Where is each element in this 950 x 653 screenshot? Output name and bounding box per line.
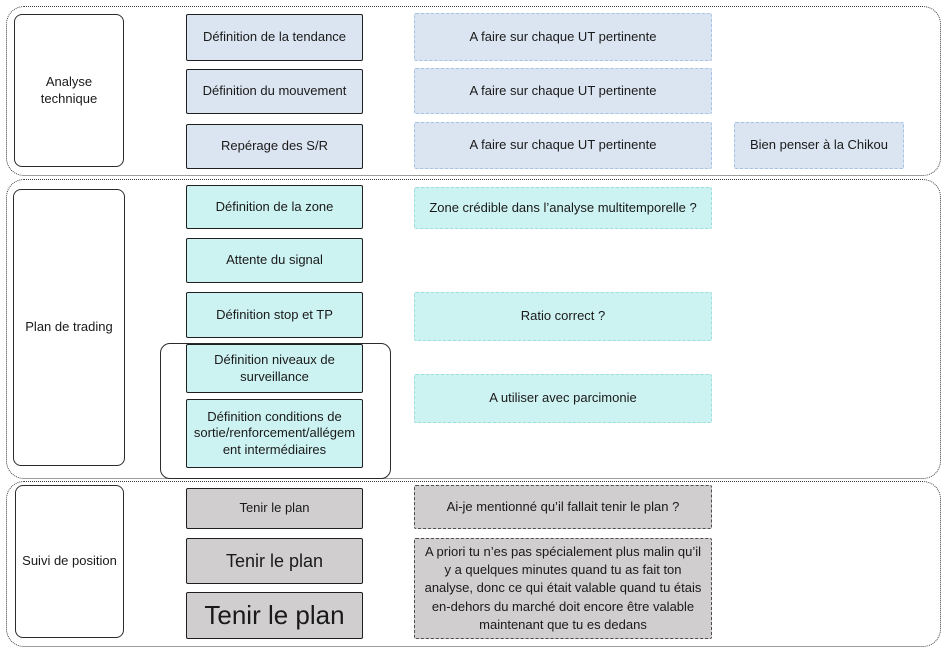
note-ut-pertinente-3: A faire sur chaque UT pertinente <box>414 122 712 169</box>
section-label-analyse-technique: Analyse technique <box>14 14 124 167</box>
step-niveaux-surveillance: Définition niveaux de surveillance <box>186 344 363 393</box>
step-reperage-sr: Repérage des S/R <box>186 124 363 169</box>
note-a-priori: A priori tu n’es pas spécialement plus m… <box>414 538 712 639</box>
note-zone-credible: Zone crédible dans l’analyse multitempor… <box>414 187 712 229</box>
step-tenir-le-plan-3: Tenir le plan <box>186 592 363 639</box>
step-tenir-le-plan-1: Tenir le plan <box>186 488 363 529</box>
section-analyse-technique: Analyse technique Définition de la tenda… <box>6 6 941 176</box>
section-plan-de-trading: Plan de trading Définition de la zone At… <box>6 179 941 479</box>
note-ratio-correct: Ratio correct ? <box>414 292 712 341</box>
step-definition-tendance: Définition de la tendance <box>186 14 363 61</box>
note-tenir-plan: Ai-je mentionné qu’il fallait tenir le p… <box>414 485 712 529</box>
note-ut-pertinente-1: A faire sur chaque UT pertinente <box>414 13 712 61</box>
section-label-plan-de-trading: Plan de trading <box>13 189 125 466</box>
section-label-suivi-de-position: Suivi de position <box>15 485 124 638</box>
step-tenir-le-plan-2: Tenir le plan <box>186 538 363 584</box>
section-suivi-de-position: Suivi de position Tenir le plan Tenir le… <box>6 481 941 647</box>
step-conditions-sortie: Définition conditions de sortie/renforce… <box>186 399 363 468</box>
step-attente-signal: Attente du signal <box>186 238 363 283</box>
step-definition-zone: Définition de la zone <box>186 185 363 229</box>
group-bracket <box>160 343 391 479</box>
note-chikou: Bien penser à la Chikou <box>734 122 904 169</box>
note-ut-pertinente-2: A faire sur chaque UT pertinente <box>414 68 712 114</box>
step-definition-stop-tp: Définition stop et TP <box>186 292 363 338</box>
note-parcimonie: A utiliser avec parcimonie <box>414 374 712 423</box>
step-definition-mouvement: Définition du mouvement <box>186 69 363 114</box>
